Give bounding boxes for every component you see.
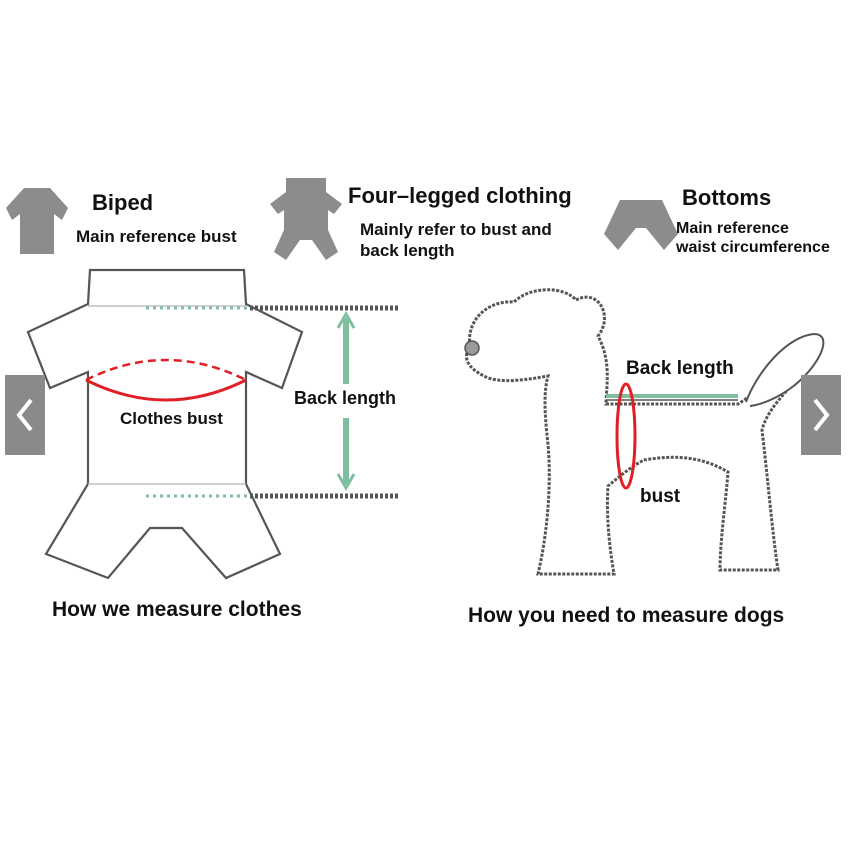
dog-back-length-label: Back length [626, 358, 734, 379]
clothes-diagram [26, 268, 398, 580]
chevron-left-icon [16, 398, 33, 432]
four-legged-description-line1: Mainly refer to bust and [360, 220, 552, 239]
bottoms-icon [604, 200, 678, 250]
bottoms-title: Bottoms [682, 185, 772, 210]
dog-diagram [464, 288, 825, 576]
bust-ellipse-front [85, 378, 247, 402]
chevron-right-icon [813, 398, 830, 432]
dog-tail [745, 332, 825, 407]
carousel-prev-button[interactable] [5, 375, 45, 455]
bottoms-description-line1: Main reference [676, 220, 789, 237]
four-legged-title: Four–legged clothing [348, 183, 572, 208]
bust-ellipse-back [85, 358, 247, 382]
clothes-bust-label: Clothes bust [120, 409, 223, 428]
biped-shirt-icon [6, 188, 68, 254]
four-legged-description-line2: back length [360, 241, 455, 260]
dog-caption: How you need to measure dogs [468, 604, 785, 627]
clothes-back-length-label: Back length [294, 388, 397, 408]
biped-description: Main reference bust [76, 227, 237, 246]
dog-outline [465, 288, 818, 576]
dog-bust-label: bust [640, 486, 681, 507]
garment-outline [26, 268, 304, 580]
carousel-next-button[interactable] [801, 375, 841, 455]
clothes-caption: How we measure clothes [52, 598, 302, 621]
bottoms-description-line2: waist circumference [676, 239, 830, 256]
biped-title: Biped [92, 190, 154, 215]
four-legged-suit-icon [270, 178, 342, 260]
dog-nose [464, 340, 480, 356]
dog-bust-loop [615, 382, 637, 490]
